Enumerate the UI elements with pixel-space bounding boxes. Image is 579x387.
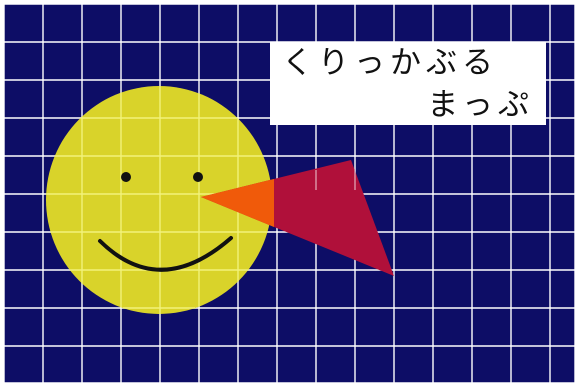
right-eye	[193, 172, 203, 182]
title-line-2: まっぷ	[427, 86, 534, 124]
title-label: くりっかぶる まっぷ	[270, 42, 546, 125]
left-eye	[121, 172, 131, 182]
title-line-1: くりっかぶる	[282, 44, 498, 82]
